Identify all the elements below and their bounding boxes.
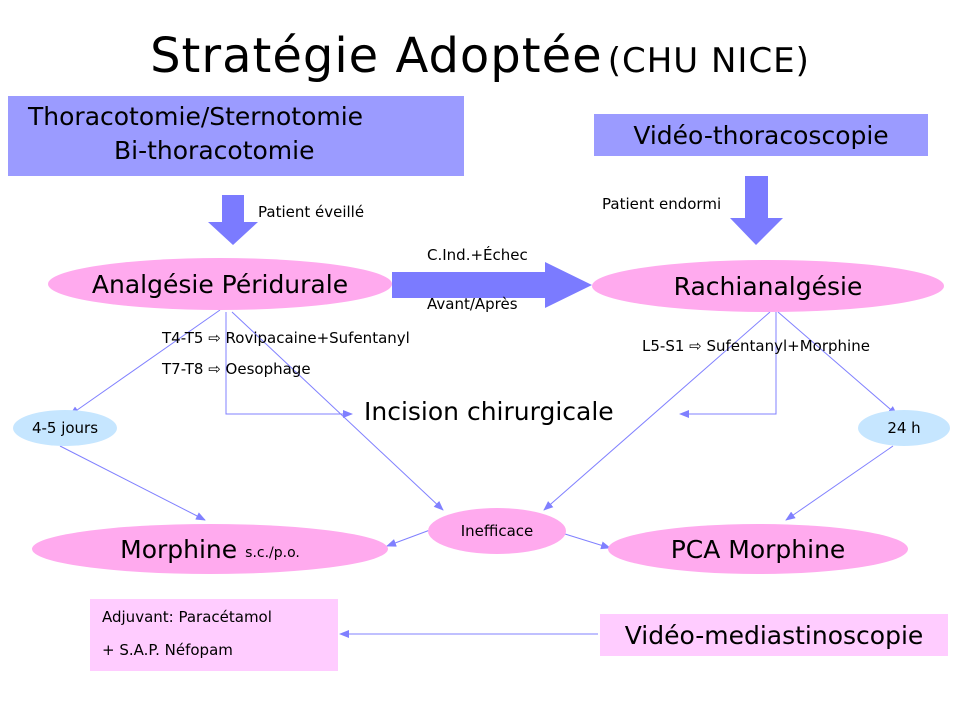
node-incision-chirurgicale: Incision chirurgicale: [364, 397, 614, 426]
morphine-route: s.c./p.o.: [245, 545, 300, 561]
node-24h: 24 h: [858, 410, 950, 446]
node-morphine: Morphine s.c./p.o.: [32, 524, 388, 574]
morphine-label: Morphine: [120, 534, 238, 564]
block-arrow-down-right: [730, 176, 783, 245]
connector-analgesie-incision: [225, 312, 353, 418]
connector-jours-morphine: [59, 445, 206, 521]
node-analgesie-peridurale: Analgésie Péridurale: [48, 258, 392, 310]
block-arrow-down-left: [208, 195, 258, 245]
label-t7-t8: T7-T8 ⇨ Oesophage: [162, 360, 311, 378]
connector-analgesie-inefficace: [231, 311, 444, 511]
adjuvant-line1: Adjuvant: Paracétamol: [102, 608, 272, 626]
connector-rachi-inefficace: [543, 311, 771, 511]
title-main: Stratégie Adoptée: [150, 28, 603, 84]
box-adjuvant: Adjuvant: Paracétamol + S.A.P. Néfopam: [90, 599, 338, 671]
node-pca-morphine: PCA Morphine: [608, 524, 908, 574]
page-title: Stratégie Adoptée (CHU NICE): [0, 28, 960, 84]
box-video-mediastinoscopie: Vidéo-mediastinoscopie: [600, 614, 948, 656]
node-4-5-jours: 4-5 jours: [13, 410, 117, 446]
connector-inefficace-pca: [564, 533, 611, 550]
thoracotomie-line2: Bi-thoracotomie: [114, 136, 315, 165]
connector-24h-pca: [785, 445, 894, 521]
node-rachianalgesie: Rachianalgésie: [592, 260, 944, 312]
box-thoracotomie: Thoracotomie/Sternotomie Bi-thoracotomie: [8, 96, 464, 176]
label-l5-s1: L5-S1 ⇨ Sufentanyl+Morphine: [642, 337, 870, 355]
connector-inefficace-morphine: [386, 529, 431, 547]
connector-rachi-24h: [777, 311, 898, 416]
label-avant-apres: Avant/Après: [427, 295, 518, 313]
label-patient-eveille: Patient éveillé: [258, 203, 365, 221]
adjuvant-line2: + S.A.P. Néfopam: [102, 641, 233, 659]
node-inefficace: Inefficace: [428, 508, 566, 554]
title-sub: (CHU NICE): [607, 41, 810, 81]
connector-analgesie-jours: [69, 309, 221, 416]
label-t4-t5: T4-T5 ⇨ Rovipacaine+Sufentanyl: [162, 329, 410, 347]
box-video-thoracoscopie: Vidéo-thoracoscopie: [594, 114, 928, 156]
label-patient-endormi: Patient endormi: [602, 195, 722, 213]
thoracotomie-line1: Thoracotomie/Sternotomie: [28, 102, 364, 131]
block-arrow-right: [392, 262, 592, 308]
label-cind-echec: C.Ind.+Échec: [427, 246, 528, 264]
connector-rachi-incision: [679, 312, 777, 418]
